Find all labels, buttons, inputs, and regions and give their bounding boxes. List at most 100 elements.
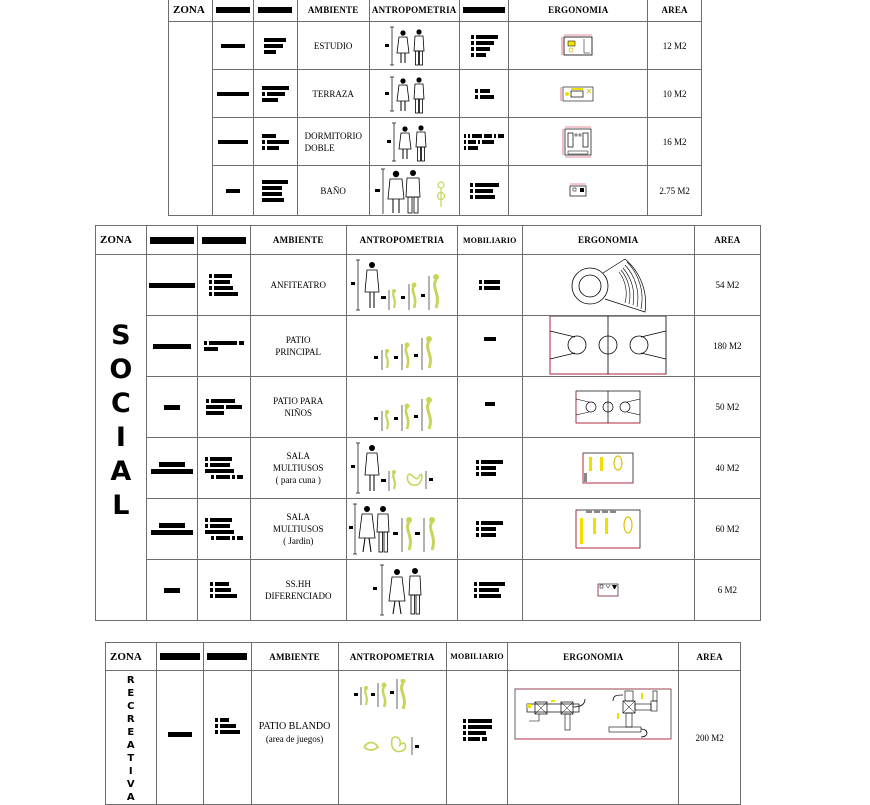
- program-table-recreational: ZONA AMBIENTE ANTROPOMETRIA MOBILIARIO E…: [105, 642, 741, 805]
- ambiente-line: DOBLE: [304, 142, 335, 153]
- human-figures-icon: [375, 168, 446, 214]
- program-table-social: ZONA AMBIENTE ANTROPOMETRIA MOBILIARIO E…: [95, 225, 762, 621]
- ambiente-line: (area de juegos): [265, 734, 324, 744]
- ergonomia-plan: [507, 670, 680, 805]
- zone-letter: E: [127, 727, 135, 738]
- ergonomia-plan: [521, 498, 695, 560]
- child-figures-icon: [373, 397, 432, 431]
- header-zona: ZONA: [105, 642, 157, 671]
- ergonomia-plan: [508, 165, 649, 216]
- floor-plan-study-icon: [562, 34, 593, 55]
- area-value: 10 M2: [647, 69, 702, 118]
- redacted-lines: [462, 719, 492, 741]
- zone-vertical-text: R E C R E A T I V A: [106, 674, 156, 804]
- ambiente-name: TERRAZA: [296, 69, 370, 118]
- antropometria-figures: [368, 21, 460, 70]
- header-ambiente: AMBIENTE: [296, 0, 370, 22]
- redaction-bar: [483, 337, 496, 342]
- header-redacted-2: [253, 0, 298, 22]
- redacted-lines: [474, 582, 506, 599]
- header-ambiente: AMBIENTE: [250, 642, 339, 671]
- floor-plan-bathroom-icon: [569, 183, 587, 196]
- redaction-bar: [163, 404, 180, 410]
- human-child-figures-icon: [348, 503, 435, 555]
- antropometria-figures: [345, 254, 458, 316]
- redacted-mobiliario: [458, 21, 510, 70]
- zone-letter: E: [127, 688, 135, 699]
- antropometria-figures: [345, 437, 458, 499]
- restroom-plan-icon: [597, 583, 619, 597]
- header-redacted-1: [211, 0, 255, 22]
- area-value: 54 M2: [693, 254, 762, 316]
- antropometria-figures: [368, 117, 460, 166]
- human-child-figures-icon: [350, 259, 439, 311]
- redacted-lines: [476, 460, 504, 477]
- zone-letter: C: [127, 701, 135, 712]
- zone-letter: R: [126, 714, 135, 725]
- ergonomia-plan: [521, 437, 695, 499]
- table-row: DORMITORIO DOBLE: [169, 117, 702, 166]
- ergonomia-plan: [521, 315, 695, 377]
- table-header-row: ZONA AMBIENTE ANTROPOMETRIA MOBILIARIO E…: [95, 225, 762, 255]
- table-row: TERRAZA 10 M2: [169, 69, 702, 118]
- ergonomia-plan: [508, 21, 649, 70]
- redacted-mobiliario: [458, 69, 510, 118]
- redacted-description: [253, 21, 298, 70]
- redacted-lines: [205, 399, 242, 416]
- area-value: 12 M2: [647, 21, 702, 70]
- redaction-bar: [148, 282, 195, 288]
- header-antropometria: ANTROPOMETRIA: [345, 225, 458, 255]
- ambiente-line: ( para cuna ): [275, 475, 321, 485]
- header-redacted-1: [145, 225, 198, 255]
- zone-vertical-text: S O C I A L: [96, 319, 146, 523]
- ambiente-name: PATIO PRINCIPAL: [249, 315, 347, 377]
- redacted-code: [145, 315, 198, 377]
- antropometria-figures: [368, 69, 460, 118]
- table-header-row: ZONA AMBIENTE ANTROPOMETRIA MOBILIARIO E…: [105, 642, 741, 671]
- ambiente-line: PATIO: [285, 335, 311, 345]
- table-row: PATIO PARA NIÑOS: [96, 376, 762, 438]
- redaction-bar: [258, 7, 293, 14]
- ergonomia-plan: [521, 376, 695, 438]
- header-redacted-2: [196, 225, 251, 255]
- redacted-mobiliario: [458, 165, 510, 216]
- zone-letter: I: [115, 422, 126, 453]
- redacted-mobiliario: [456, 559, 523, 621]
- redaction-bar: [167, 731, 192, 737]
- redacted-lines: [210, 582, 238, 599]
- redacted-description: [253, 69, 298, 118]
- zone-label-social: S O C I A L: [95, 254, 147, 621]
- redaction-bar: [207, 653, 248, 661]
- amphitheater-plan-icon: [571, 258, 647, 313]
- redacted-lines: [479, 280, 501, 291]
- area-value: 2.75 M2: [647, 165, 702, 216]
- floor-plan-terrace-icon: [561, 86, 594, 101]
- floor-plan-double-bedroom-icon: [563, 126, 592, 157]
- table-row: S O C I A L ANFITEATRO: [95, 254, 762, 621]
- ambiente-name: PATIO BLANDO (area de juegos): [250, 670, 339, 805]
- ambiente-name: ESTUDIO: [296, 21, 370, 70]
- table-row: SALA MULTIUSOS ( Jardin): [96, 498, 762, 560]
- redaction-bar: [484, 402, 495, 407]
- area-value: 200 M2: [678, 670, 741, 805]
- redaction-bar: [215, 7, 250, 14]
- redacted-lines: [204, 518, 243, 540]
- header-ergonomia: ERGONOMIA: [521, 225, 695, 255]
- area-value: 60 M2: [693, 498, 762, 560]
- antropometria-figures: [345, 559, 458, 621]
- redacted-lines: [264, 37, 287, 54]
- antropometria-figures: [368, 165, 460, 216]
- header-ambiente: AMBIENTE: [249, 225, 347, 255]
- redacted-lines: [261, 133, 289, 150]
- redacted-description: [196, 498, 251, 560]
- redacted-mobiliario: [456, 254, 523, 316]
- program-table-private: ZONA AMBIENTE ANTROPOMETRIA ERGONOMIA AR…: [168, 0, 702, 216]
- redacted-code: [155, 670, 205, 805]
- header-mobiliario: MOBILIARIO: [456, 225, 523, 255]
- antropometria-figures: [345, 498, 458, 560]
- table-row: BAÑO 2.75 M2: [169, 165, 702, 216]
- redaction-bar: [159, 653, 200, 661]
- redacted-lines: [476, 521, 504, 538]
- ambiente-name: ANFITEATRO: [249, 254, 347, 316]
- ergonomia-plan: [521, 559, 695, 621]
